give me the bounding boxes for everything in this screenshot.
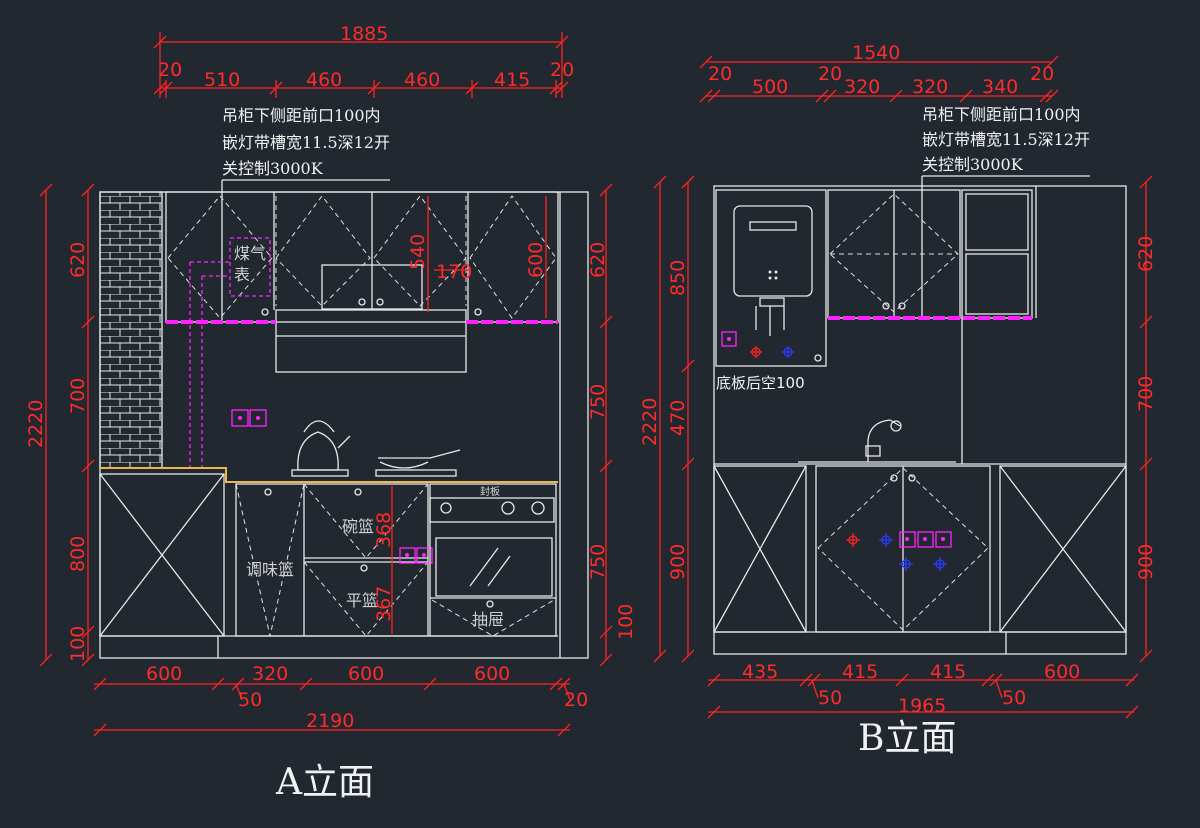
a-bottom-seg-1: 600 [146, 663, 182, 685]
a-right-seg-1: 620 [587, 242, 609, 278]
b-top-seg-4: 320 [844, 76, 880, 98]
a-right-seg-4: 100 [615, 604, 637, 640]
a-left-total: 2220 [25, 400, 47, 448]
a-left-dimensions: 2220 620 700 800 100 [25, 183, 95, 667]
a-top-seg-2: 510 [204, 69, 240, 91]
elevation-b: 1540 20 500 20 320 320 340 20 吊柜下侧距前口100… [639, 42, 1157, 759]
a-bottom-small-2: 20 [564, 689, 588, 711]
b-bottom-dimensions: 435 415 415 600 50 50 1965 [707, 661, 1139, 719]
a-left-seg-1: 620 [67, 242, 89, 278]
b-top-dimensions: 1540 20 500 20 320 320 340 20 [699, 42, 1059, 103]
b-elevation-title: B立面 [858, 718, 956, 759]
a-wall-outline [99, 191, 589, 659]
a-bottom-seg-2: 320 [252, 663, 288, 685]
b-bottom-seg-2: 415 [842, 661, 878, 683]
a-drawer-label: 抽屉 [472, 610, 504, 629]
a-brick-column [99, 191, 163, 469]
b-left-seg-2: 470 [667, 400, 689, 436]
a-gas-meter-label-2: 表 [234, 265, 250, 284]
a-inner-dim-600: 600 [525, 242, 547, 278]
a-upper-cabinets: 煤气 表 540 170 600 [165, 191, 559, 468]
a-oven-panel-label: 封板 [480, 485, 500, 498]
b-top-seg-6: 340 [982, 76, 1018, 98]
b-right-dimensions: 620 700 900 [1135, 175, 1157, 663]
a-elevation-title: A立面 [275, 762, 374, 803]
a-range-hood [275, 309, 467, 373]
a-right-seg-3: 750 [587, 544, 609, 580]
b-lighting-note: 吊柜下侧距前口100内 嵌灯带槽宽11.5深12开 关控制3000K [921, 105, 1090, 318]
a-note-line-1: 吊柜下侧距前口100内 [222, 106, 381, 125]
b-faucet-icon [798, 419, 956, 463]
a-top-seg-6: 20 [550, 59, 574, 81]
a-flat-basket-label: 平篮 [346, 591, 378, 610]
b-left-total: 2220 [639, 398, 661, 446]
b-right-seg-2: 700 [1135, 376, 1157, 412]
a-base-socket [399, 547, 433, 564]
a-inner-dim-170: 170 [436, 261, 472, 283]
b-bottom-small-2: 50 [1002, 687, 1026, 709]
b-right-seg-3: 900 [1135, 544, 1157, 580]
a-left-seg-3: 800 [67, 536, 89, 572]
b-note-line-1: 吊柜下侧距前口100内 [922, 105, 1081, 124]
a-wall-socket [231, 409, 267, 427]
a-inner-dim-368: 368 [373, 512, 395, 548]
a-top-seg-1: 20 [158, 59, 182, 81]
a-top-dimensions: 1885 20 510 460 460 415 20 [153, 23, 574, 98]
b-note-line-2: 嵌灯带槽宽11.5深12开 [922, 130, 1090, 149]
a-left-seg-2: 700 [67, 378, 89, 414]
a-inner-dim-540: 540 [407, 234, 429, 270]
b-note-line-3: 关控制3000K [922, 155, 1024, 174]
a-bottom-seg-3: 600 [348, 663, 384, 685]
a-right-dimensions: 620 750 750 100 [587, 183, 637, 667]
b-left-dimensions: 2220 850 470 900 [639, 175, 695, 663]
a-inner-dim-367: 367 [373, 586, 395, 622]
b-top-total: 1540 [852, 42, 900, 64]
b-water-heater [733, 205, 813, 297]
b-top-seg-1: 20 [708, 63, 732, 85]
b-water-heater-cabinet: 底板后空100 [715, 189, 827, 392]
a-kettle-icon [291, 420, 351, 477]
a-base-cabinets: 碗篮 调味篮 平篮 368 367 封板 抽屉 [99, 473, 558, 658]
a-top-seg-3: 460 [306, 69, 342, 91]
a-bottom-small-1: 50 [238, 689, 262, 711]
b-base-sockets [899, 531, 952, 548]
b-left-seg-3: 900 [667, 544, 689, 580]
b-base-gap-label: 底板后空100 [716, 374, 805, 392]
a-bottom-dimensions: 600 320 600 600 50 20 2190 [93, 663, 588, 737]
b-left-seg-1: 850 [667, 260, 689, 296]
a-bottom-seg-4: 600 [474, 663, 510, 685]
a-left-seg-4: 100 [67, 626, 89, 662]
a-pan-icon [375, 449, 461, 477]
a-bowl-basket-label: 碗篮 [342, 517, 374, 536]
b-top-seg-3: 20 [818, 63, 842, 85]
a-seasoning-basket-label: 调味篮 [246, 560, 294, 579]
b-top-seg-7: 20 [1030, 63, 1054, 85]
a-oven [435, 537, 553, 597]
a-note-line-3: 关控制3000K [222, 159, 324, 178]
a-countertop [100, 467, 558, 483]
b-base-cabinets [713, 463, 1127, 654]
a-top-seg-4: 460 [404, 69, 440, 91]
b-bottom-seg-4: 600 [1044, 661, 1080, 683]
b-top-seg-2: 500 [752, 76, 788, 98]
a-gas-meter-label-1: 煤气 [234, 244, 266, 263]
b-top-seg-5: 320 [912, 76, 948, 98]
b-bottom-seg-3: 415 [930, 661, 966, 683]
b-wall-outline [713, 185, 1127, 655]
a-right-seg-2: 750 [587, 384, 609, 420]
b-bottom-total: 1965 [898, 695, 946, 717]
a-lighting-note: 吊柜下侧距前口100内 嵌灯带槽宽11.5深12开 关控制3000K [221, 106, 390, 320]
elevation-a: 1885 20 510 460 460 415 20 吊柜下侧距前口100内 嵌… [25, 23, 637, 803]
a-bottom-total: 2190 [306, 710, 354, 732]
a-top-seg-5: 415 [494, 69, 530, 91]
b-bottom-small-1: 50 [818, 687, 842, 709]
b-upper-cabinets [827, 186, 1037, 464]
b-right-seg-1: 620 [1135, 236, 1157, 272]
b-bottom-seg-1: 435 [742, 661, 778, 683]
a-note-line-2: 嵌灯带槽宽11.5深12开 [222, 133, 390, 152]
a-top-total-dimension: 1885 [340, 23, 388, 45]
